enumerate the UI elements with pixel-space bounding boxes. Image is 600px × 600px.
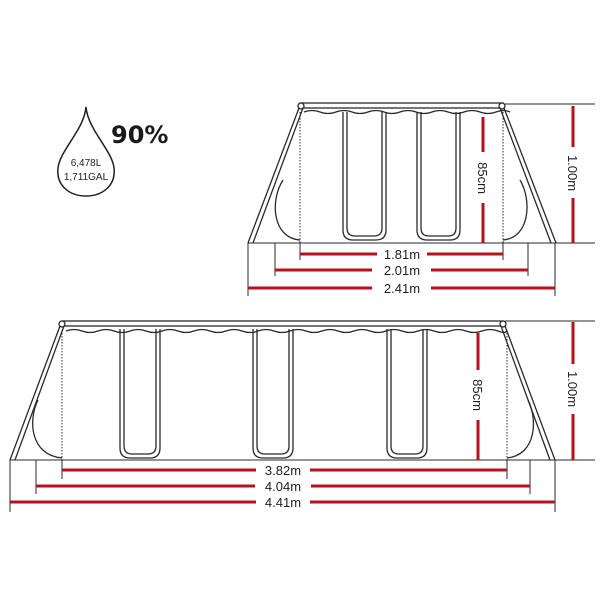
large-total-height: 1.00m	[565, 371, 580, 407]
small-water-height: 85cm	[475, 162, 490, 194]
large-mid-length: 4.04m	[265, 479, 301, 494]
capacity-gallons: 1,711GAL	[64, 172, 109, 183]
large-outer-length: 4.41m	[265, 495, 301, 510]
capacity-percent: 90%	[111, 121, 168, 149]
small-pool-dimensions	[248, 106, 575, 290]
water-drop-icon	[57, 106, 115, 197]
small-outer-length: 2.41m	[384, 281, 420, 296]
small-mid-length: 2.01m	[384, 263, 420, 278]
small-pool-frame	[247, 102, 595, 296]
small-inner-length: 1.81m	[384, 247, 420, 262]
capacity-liters: 6,478L	[71, 158, 102, 169]
large-water-height: 85cm	[470, 379, 485, 411]
large-inner-length: 3.82m	[265, 463, 301, 478]
large-pool-dimensions	[10, 322, 575, 504]
large-pool-frame	[9, 320, 595, 512]
small-total-height: 1.00m	[565, 155, 580, 191]
